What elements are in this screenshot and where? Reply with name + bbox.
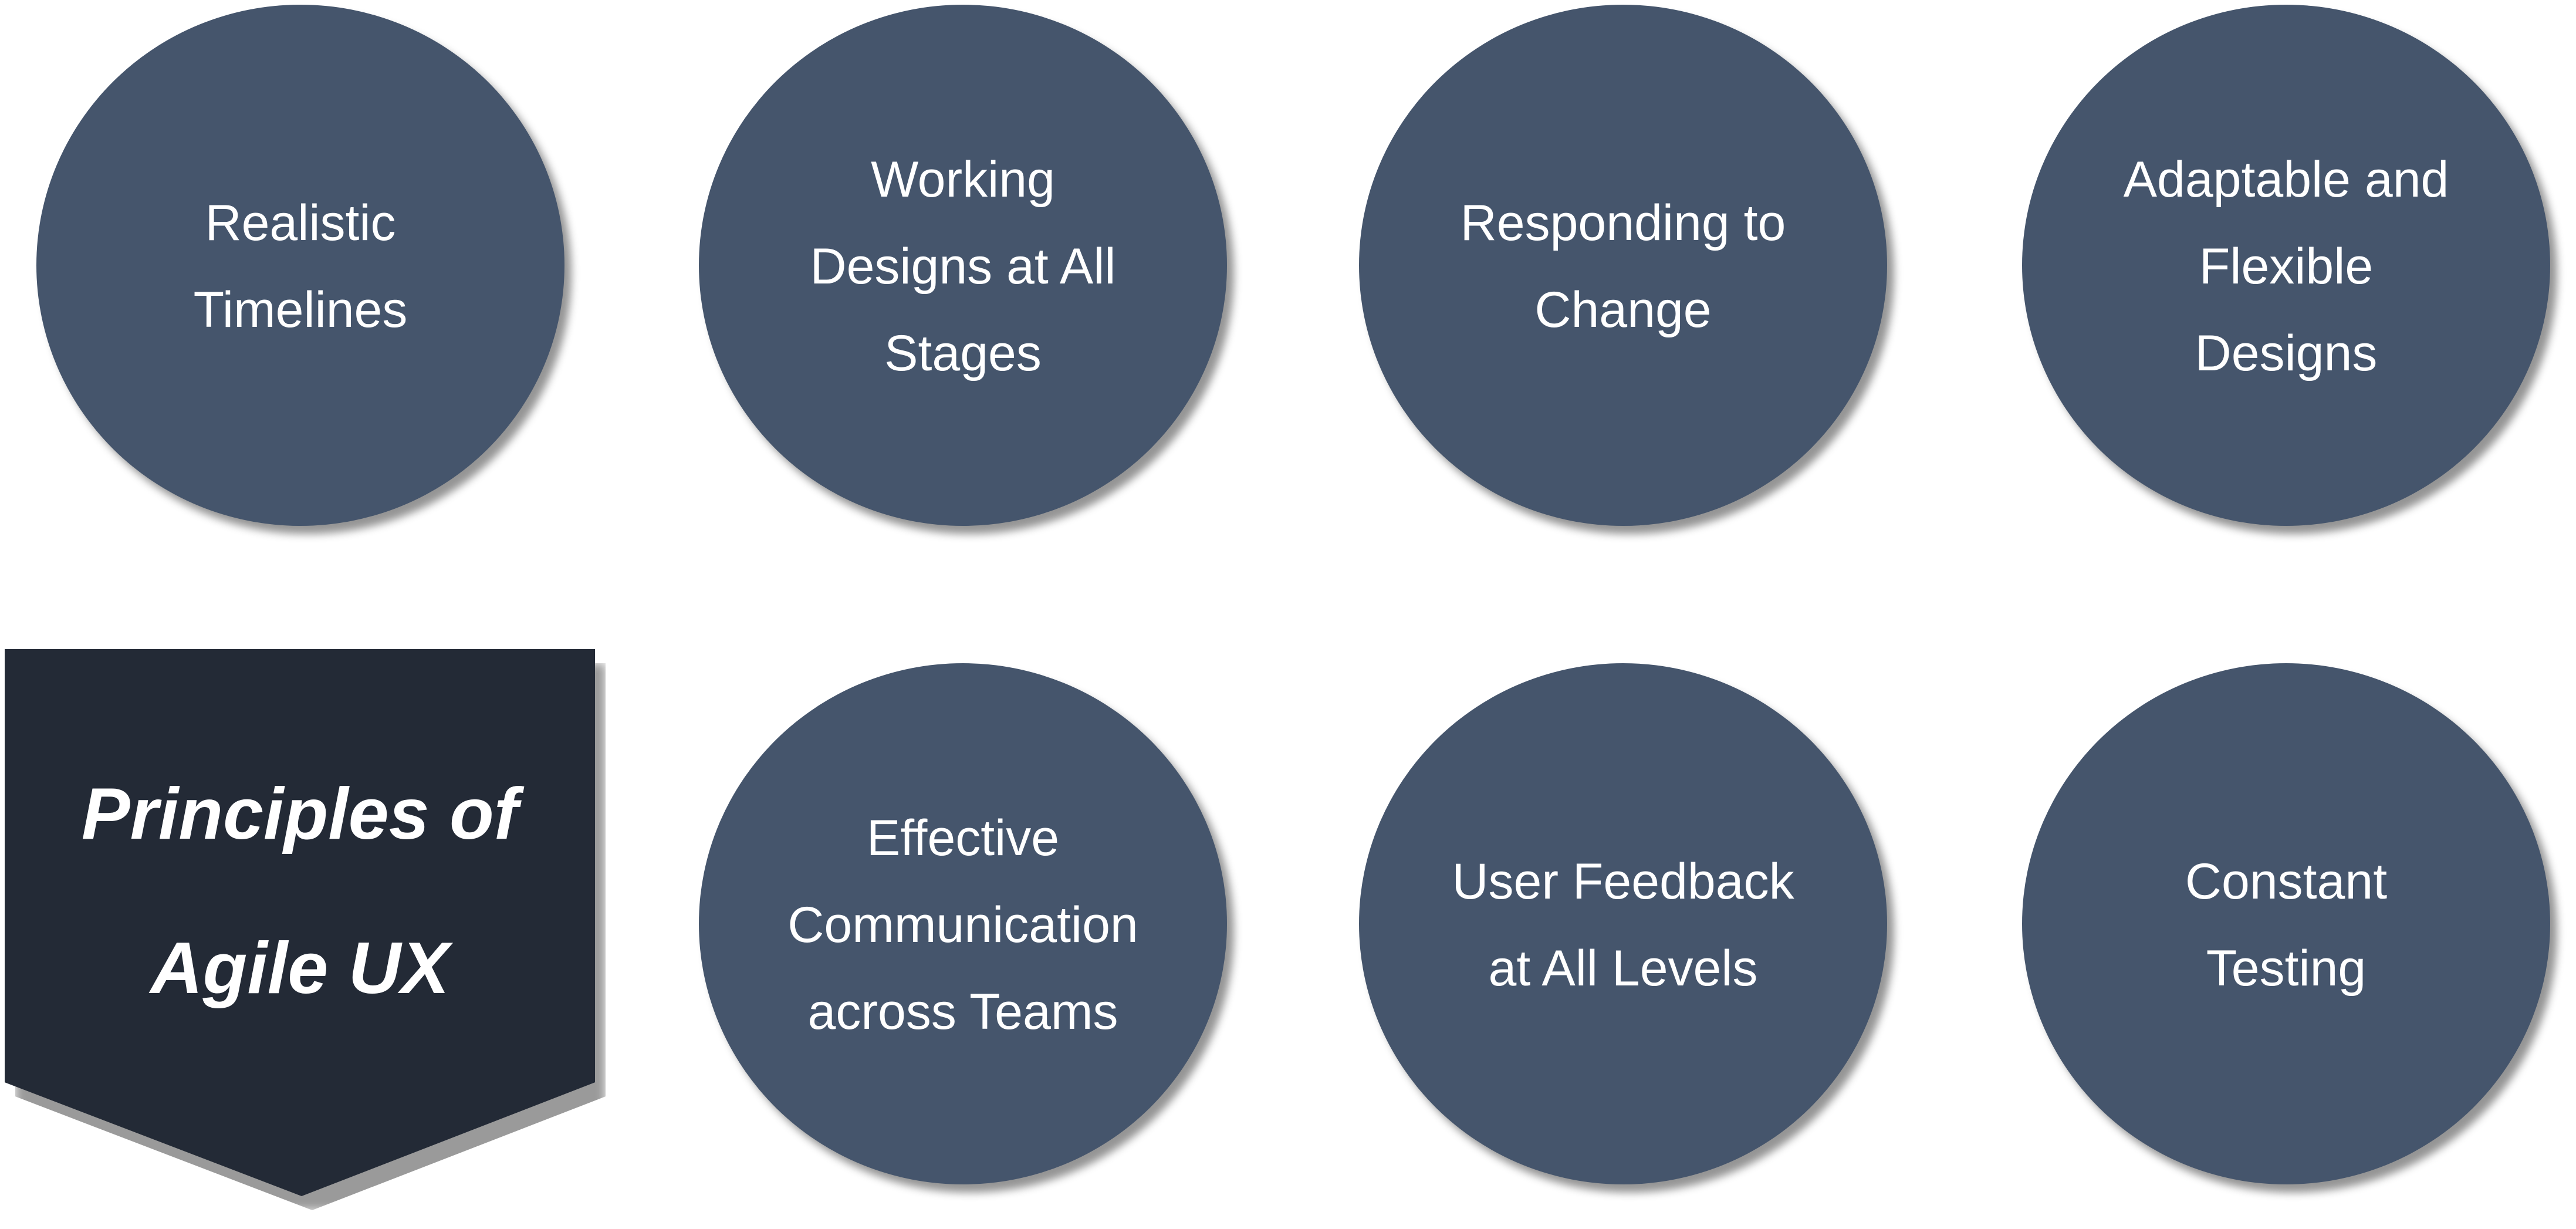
principle-label: User Feedback at All Levels bbox=[1452, 838, 1794, 1012]
label-line: Stages bbox=[884, 325, 1042, 381]
label-line: Change bbox=[1534, 282, 1712, 338]
label-line: Designs bbox=[2195, 325, 2378, 381]
principle-effective-communication: Effective Communication across Teams bbox=[699, 663, 1227, 1184]
label-line: Working bbox=[871, 151, 1055, 208]
title-banner: Principles of Agile UX bbox=[5, 649, 606, 1210]
principle-responding-to-change: Responding to Change bbox=[1359, 5, 1887, 526]
principle-user-feedback: User Feedback at All Levels bbox=[1359, 663, 1887, 1184]
diagram-title: Principles of Agile UX bbox=[5, 737, 595, 1046]
banner-shape bbox=[5, 649, 595, 1196]
label-line: Adaptable and bbox=[2123, 151, 2449, 208]
title-line-2: Agile UX bbox=[150, 928, 449, 1009]
principle-label: Responding to Change bbox=[1461, 180, 1786, 353]
label-line: Timelines bbox=[193, 282, 408, 338]
label-line: Realistic bbox=[205, 195, 396, 251]
principle-constant-testing: Constant Testing bbox=[2022, 663, 2550, 1184]
label-line: at All Levels bbox=[1488, 940, 1758, 997]
label-line: Testing bbox=[2206, 940, 2367, 997]
principle-label: Constant Testing bbox=[2185, 838, 2387, 1012]
principle-working-designs: Working Designs at All Stages bbox=[699, 5, 1227, 526]
label-line: Designs at All bbox=[810, 238, 1116, 295]
principle-label: Working Designs at All Stages bbox=[810, 136, 1115, 397]
label-line: Communication bbox=[787, 897, 1138, 953]
label-line: Flexible bbox=[2199, 238, 2374, 295]
principle-label: Realistic Timelines bbox=[194, 180, 408, 353]
label-line: Constant bbox=[2185, 853, 2388, 910]
label-line: Responding to bbox=[1460, 195, 1786, 251]
principle-realistic-timelines: Realistic Timelines bbox=[36, 5, 564, 526]
principle-label: Effective Communication across Teams bbox=[787, 795, 1138, 1055]
title-line-1: Principles of bbox=[81, 774, 519, 855]
label-line: across Teams bbox=[807, 984, 1118, 1040]
principle-adaptable-flexible-designs: Adaptable and Flexible Designs bbox=[2022, 5, 2550, 526]
label-line: Effective bbox=[866, 810, 1060, 866]
principle-label: Adaptable and Flexible Designs bbox=[2124, 136, 2449, 397]
label-line: User Feedback bbox=[1452, 853, 1794, 910]
